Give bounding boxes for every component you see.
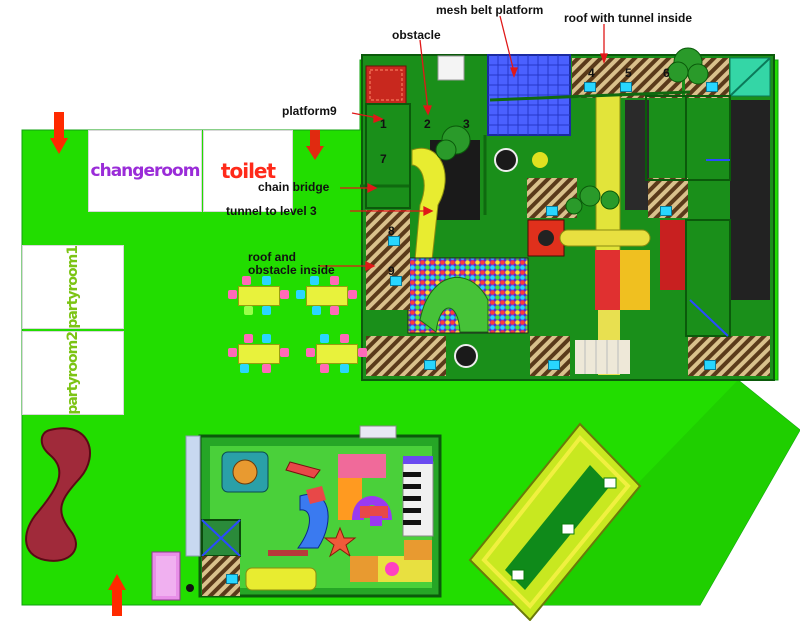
stool bbox=[280, 290, 289, 299]
callout-roof-and-obstacle-inside-1: roof and bbox=[248, 250, 296, 264]
white-tower bbox=[437, 55, 465, 81]
stool bbox=[262, 306, 271, 315]
stool bbox=[240, 364, 249, 373]
entrance-arrow-icon bbox=[108, 574, 126, 616]
stool bbox=[330, 306, 339, 315]
table bbox=[316, 344, 358, 364]
stool bbox=[340, 334, 349, 343]
yellow-tunnel bbox=[595, 94, 621, 256]
partyroom-2: partyroom2 bbox=[22, 331, 124, 415]
floor-diagonal-edge bbox=[520, 380, 800, 605]
toilet-sign: toilet bbox=[220, 159, 276, 183]
stool bbox=[262, 364, 271, 373]
changeroom-sign: changeroom bbox=[90, 161, 201, 181]
toilet: toilet bbox=[203, 130, 293, 212]
stool bbox=[244, 306, 253, 315]
entrance-arrow-icon bbox=[50, 112, 68, 154]
cyan-block bbox=[226, 574, 238, 584]
cyan-block bbox=[706, 82, 718, 92]
stool bbox=[320, 334, 329, 343]
partyroom2-sign: partyroom2 bbox=[65, 331, 81, 415]
callout-chain-bridge: chain bridge bbox=[258, 180, 330, 194]
stool bbox=[242, 276, 251, 285]
platform-number-3: 3 bbox=[463, 117, 470, 131]
red-box bbox=[365, 65, 407, 105]
stool bbox=[348, 290, 357, 299]
callout-platform9: platform9 bbox=[282, 104, 337, 118]
stool bbox=[244, 334, 253, 343]
callout-mesh-belt-platform: mesh belt platform bbox=[436, 3, 544, 17]
table bbox=[238, 344, 280, 364]
platform-number-7: 7 bbox=[380, 152, 387, 166]
cyan-block bbox=[388, 236, 400, 246]
callout-roof-and-obstacle-inside-2: obstacle inside bbox=[248, 263, 335, 277]
platform-number-8: 8 bbox=[388, 224, 395, 238]
exit-arrow-icon bbox=[306, 130, 324, 160]
table bbox=[306, 286, 348, 306]
stool bbox=[330, 276, 339, 285]
platform-number-2: 2 bbox=[424, 117, 431, 131]
tube-slide-to-level-3 bbox=[411, 147, 446, 261]
cyan-block bbox=[704, 360, 716, 370]
platform-number-9: 9 bbox=[388, 264, 395, 278]
platform-number-1: 1 bbox=[380, 117, 387, 131]
stool bbox=[320, 364, 329, 373]
callout-roof-with-tunnel-inside: roof with tunnel inside bbox=[564, 11, 692, 25]
partyroom1-sign: partyroom1 bbox=[65, 245, 81, 329]
stool bbox=[306, 348, 315, 357]
platform-number-5: 5 bbox=[625, 66, 632, 80]
cyan-block bbox=[660, 206, 672, 216]
stool bbox=[262, 276, 271, 285]
stool bbox=[340, 364, 349, 373]
callout-obstacle: obstacle bbox=[392, 28, 441, 42]
stool bbox=[358, 348, 367, 357]
stool bbox=[310, 276, 319, 285]
platform-number-4: 4 bbox=[588, 66, 595, 80]
cyan-block bbox=[584, 82, 596, 92]
cyan-block bbox=[546, 206, 558, 216]
callout-tunnel-to-level-3: tunnel to level 3 bbox=[226, 204, 317, 218]
stool bbox=[312, 306, 321, 315]
curved-sofa bbox=[25, 427, 91, 562]
stool bbox=[280, 348, 289, 357]
changeroom: changeroom bbox=[88, 130, 202, 212]
cyan-block bbox=[548, 360, 560, 370]
partyroom-1: partyroom1 bbox=[22, 245, 124, 329]
stool bbox=[228, 290, 237, 299]
cyan-block bbox=[390, 276, 402, 286]
platform-number-6: 6 bbox=[663, 66, 670, 80]
stool bbox=[228, 348, 237, 357]
cyan-block bbox=[424, 360, 436, 370]
stool bbox=[262, 334, 271, 343]
stool bbox=[296, 290, 305, 299]
cyan-block bbox=[620, 82, 632, 92]
table bbox=[238, 286, 280, 306]
